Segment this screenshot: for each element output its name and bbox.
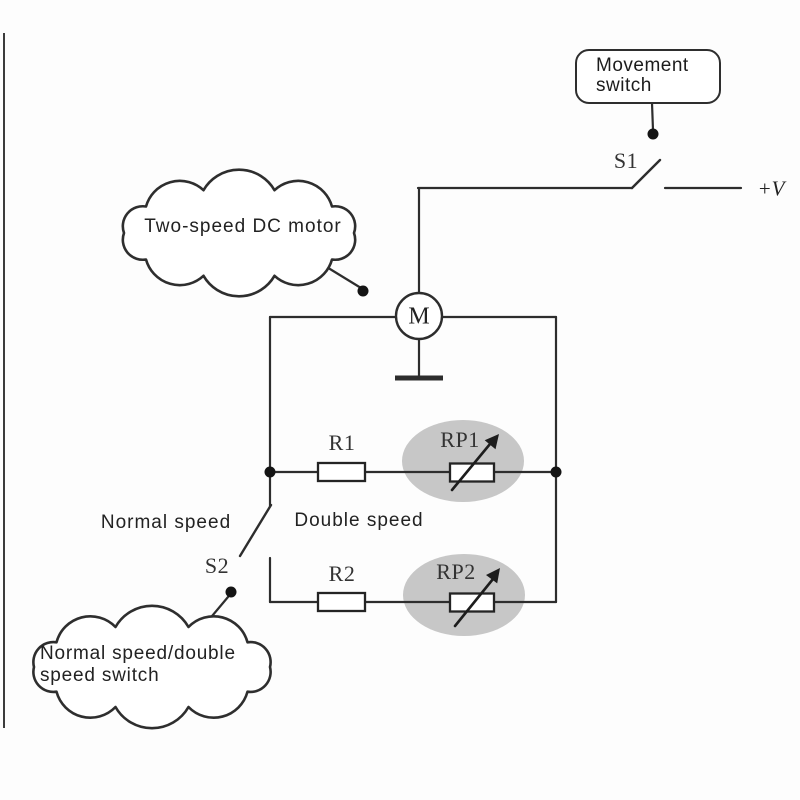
resistor-r2 <box>316 591 367 613</box>
movement-switch-callout-text: Movement switch <box>596 55 689 96</box>
rp1-label: RP1 <box>440 427 480 452</box>
potentiometer-rp2 <box>448 592 496 613</box>
motor-label: M <box>408 303 430 330</box>
switch-s2-lever <box>238 503 273 558</box>
speed-switch-callout-dot <box>225 586 237 598</box>
rp1-arrow-head <box>484 434 499 450</box>
switch-s1-lever <box>630 158 662 190</box>
cloud-two-speed-motor <box>121 168 357 298</box>
rp2-label: RP2 <box>436 559 476 584</box>
cloud-speed-switch <box>32 604 272 730</box>
motor-callout-dot <box>357 285 369 297</box>
resistor-r1 <box>316 461 367 483</box>
s1-label: S1 <box>613 148 639 173</box>
double-speed-label: Double speed <box>294 510 424 531</box>
movement-callout-dot <box>647 128 659 140</box>
r1-label: R1 <box>328 430 356 455</box>
r2-label: R2 <box>328 561 356 586</box>
junction-dot-right <box>550 466 562 478</box>
movement-callout-line <box>650 101 655 132</box>
rp1-arrow-shaft <box>450 442 492 492</box>
two-speed-motor-callout-text: Two-speed DC motor <box>144 216 342 237</box>
normal-speed-label: Normal speed <box>100 512 232 533</box>
rp2-arrow-shaft <box>453 577 495 628</box>
speed-switch-callout-text: Normal speed/double speed switch <box>40 643 236 686</box>
potentiometer-rp1 <box>448 462 496 483</box>
rp2-arrow-head <box>486 568 500 584</box>
s2-label: S2 <box>204 553 230 578</box>
junction-dot-left <box>264 466 276 478</box>
supply-label: +V <box>757 176 785 201</box>
movement-switch-callout: Movement switch <box>575 49 721 104</box>
